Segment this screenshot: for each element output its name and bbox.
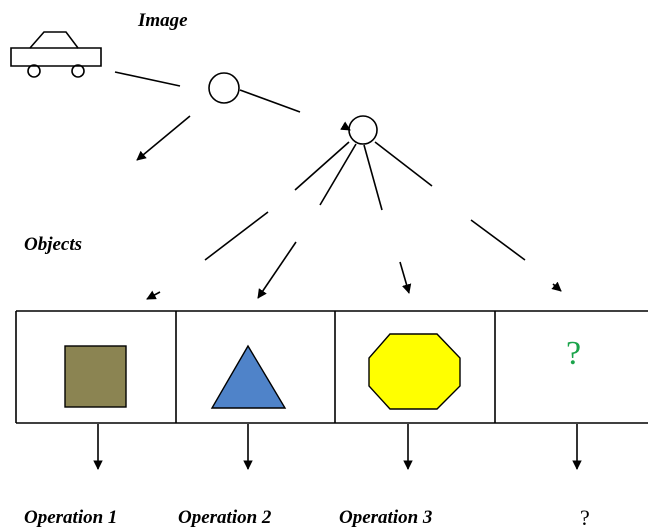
unknown-object-mark: ? — [566, 335, 581, 372]
operation-1-label: Operation 1 — [24, 507, 117, 528]
car-icon — [10, 31, 102, 78]
objects-strip — [15, 310, 648, 424]
arrow-to-object-4 — [551, 281, 562, 292]
operation-2-label: Operation 2 — [178, 507, 272, 528]
tree-node-root — [208, 72, 240, 104]
arrow-to-object-2 — [257, 241, 297, 299]
triangle-object — [210, 344, 287, 409]
arrow-to-object-1 — [146, 290, 161, 300]
edge-root-to-child — [239, 89, 301, 113]
operation-4-label: ? — [580, 505, 590, 530]
tree-node-child — [348, 115, 378, 145]
arrow-to-object-3 — [399, 261, 412, 294]
square-object — [64, 345, 127, 408]
edge-root-to-background — [136, 115, 191, 161]
operation-3-label: Operation 3 — [339, 507, 432, 528]
objects-label: Objects — [24, 234, 82, 255]
image-label: Image — [137, 10, 188, 31]
octagon-object — [368, 333, 461, 410]
edge-car-to-root — [114, 71, 181, 87]
